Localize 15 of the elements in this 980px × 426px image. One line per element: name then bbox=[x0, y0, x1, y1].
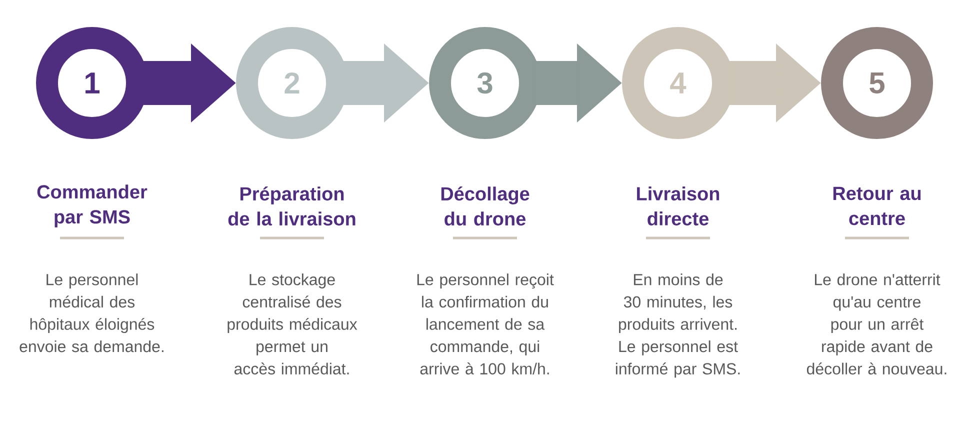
step-description: En moins de 30 minutes, les produits arrivent. Le personnel est informé par SMS. bbox=[616, 274, 740, 378]
step-description: Le personnel médical des hôpitaux éloignés envoie sa demande. bbox=[20, 274, 164, 352]
step-title: Préparation de la livraison bbox=[228, 186, 356, 226]
step-title: Décollage du drone bbox=[441, 186, 530, 226]
step-title: Livraison directe bbox=[637, 186, 720, 226]
numbered-ring: 2 bbox=[236, 27, 348, 139]
numbered-ring: 5 bbox=[821, 27, 933, 139]
numbered-ring: 1 bbox=[36, 27, 148, 139]
step-description: Le personnel reçoit la confirmation du lancement de sa commande, qui arrive à 100 km/h. bbox=[417, 274, 554, 374]
step-description: Le drone n'atterrit qu'au centre pour un arrêt rapide avant de décoller à nouveau. bbox=[806, 274, 946, 374]
step-description: Le stockage centralisé des produits médicaux permet un accès immédiat. bbox=[228, 274, 358, 374]
numbered-ring: 4 bbox=[622, 27, 734, 139]
step-title: Retour au centre bbox=[833, 186, 921, 226]
step-title: Commander par SMS bbox=[37, 184, 148, 228]
numbered-ring: 3 bbox=[429, 27, 541, 139]
